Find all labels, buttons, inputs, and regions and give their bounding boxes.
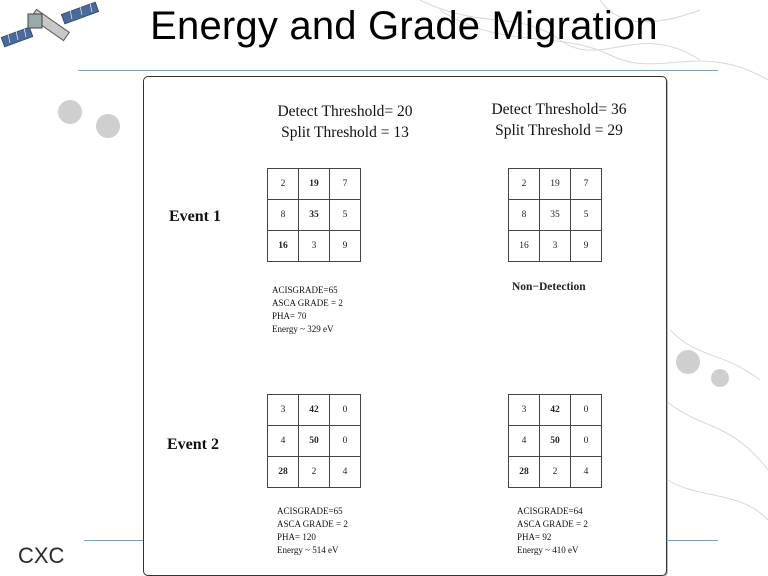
grid-cell: 2 [267,168,299,200]
event-1-left-info: ACISGRADE=65 ASCA GRADE = 2 PHA= 70 Ener… [272,284,343,336]
grid-cell: 50 [539,425,571,457]
grid-cell: 7 [570,168,602,200]
right-split-threshold: Split Threshold = 29 [495,122,623,139]
grid-cell: 3 [539,230,571,262]
right-detect-threshold: Detect Threshold= 36 [491,101,627,118]
grid-cell: 4 [329,456,361,488]
event-1-label: Event 1 [169,208,221,225]
grid-cell: 50 [298,425,330,457]
left-detect-threshold: Detect Threshold= 20 [277,103,413,120]
energy-value: Energy ~ 410 eV [517,545,579,555]
grid-cell: 4 [508,425,540,457]
grid-cell: 4 [267,425,299,457]
grid-cell: 28 [508,456,540,488]
grid-cell: 3 [298,230,330,262]
acis-grade: ACISGRADE=64 [517,506,583,516]
footer-label: CXC [18,543,65,568]
left-split-threshold: Split Threshold = 13 [281,124,409,141]
grid-cell: 19 [298,168,330,200]
grid-cell: 16 [508,230,540,262]
title-divider [78,70,718,71]
grid-cell: 3 [267,394,299,426]
grid-cell: 2 [508,168,540,200]
non-detection-label: Non−Detection [512,281,586,293]
grid-cell: 0 [329,394,361,426]
grid-cell: 8 [508,199,540,231]
grid-cell: 0 [329,425,361,457]
grid-cell: 19 [539,168,571,200]
event-2-right-info: ACISGRADE=64 ASCA GRADE = 2 PHA= 92 Ener… [517,505,588,557]
event-2-left-grid: 3 42 0 4 50 0 28 2 4 [267,394,361,488]
grid-cell: 35 [539,199,571,231]
grid-cell: 16 [267,230,299,262]
grid-cell: 5 [329,199,361,231]
grid-cell: 9 [570,230,602,262]
asca-grade: ASCA GRADE = 2 [517,519,588,529]
right-threshold-header: Detect Threshold= 36 Split Threshold = 2… [474,99,644,141]
grid-cell: 35 [298,199,330,231]
energy-value: Energy ~ 514 eV [277,545,339,555]
pha-value: PHA= 70 [272,311,307,321]
grid-cell: 8 [267,199,299,231]
grid-cell: 0 [570,394,602,426]
left-threshold-header: Detect Threshold= 20 Split Threshold = 1… [240,101,450,143]
grid-cell: 28 [267,456,299,488]
grid-cell: 7 [329,168,361,200]
grid-cell: 4 [570,456,602,488]
event-2-label: Event 2 [167,436,219,453]
grid-cell: 42 [539,394,571,426]
content-panel: Detect Threshold= 20 Split Threshold = 1… [143,76,667,576]
event-2-left-info: ACISGRADE=65 ASCA GRADE = 2 PHA= 120 Ene… [277,505,348,557]
pha-value: PHA= 92 [517,532,552,542]
grid-cell: 5 [570,199,602,231]
pha-value: PHA= 120 [277,532,316,542]
grid-cell: 2 [298,456,330,488]
grid-cell: 42 [298,394,330,426]
energy-value: Energy ~ 329 eV [272,324,334,334]
acis-grade: ACISGRADE=65 [277,506,343,516]
grid-cell: 0 [570,425,602,457]
satellite-logo-icon [0,1,100,48]
acis-grade: ACISGRADE=65 [272,285,338,295]
slide-title: Energy and Grade Migration [150,4,658,48]
asca-grade: ASCA GRADE = 2 [277,519,348,529]
asca-grade: ASCA GRADE = 2 [272,298,343,308]
event-2-right-grid: 3 42 0 4 50 0 28 2 4 [508,394,602,488]
grid-cell: 2 [539,456,571,488]
grid-cell: 3 [508,394,540,426]
grid-cell: 9 [329,230,361,262]
event-1-left-grid: 2 19 7 8 35 5 16 3 9 [267,168,361,262]
event-1-right-grid: 2 19 7 8 35 5 16 3 9 [508,168,602,262]
